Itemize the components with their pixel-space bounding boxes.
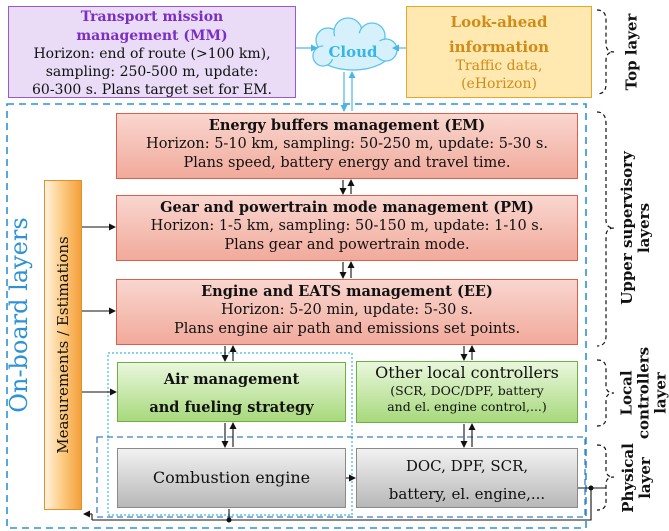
onboard-label: On-board layers bbox=[5, 217, 33, 413]
lookahead-box: Look-ahead information Traffic data, (eH… bbox=[406, 6, 592, 98]
physical-layer-label: Physical layer bbox=[619, 443, 654, 513]
pm-line2: Plans gear and powertrain mode. bbox=[224, 237, 470, 253]
olc-title: Other local controllers bbox=[375, 363, 559, 382]
ee-line1: Horizon: 5-20 min, update: 5-30 s. bbox=[221, 302, 473, 318]
local-layer-line2: controllers bbox=[634, 346, 653, 440]
olc-line2: and el. engine control,...) bbox=[387, 398, 547, 414]
doc-line1: DOC, DPF, SCR, bbox=[405, 457, 529, 475]
olc-line1: (SCR, DOC/DPF, battery bbox=[390, 383, 544, 398]
physical-layer-line1: Physical bbox=[619, 443, 637, 513]
local-layer-label: Local controllers layer bbox=[617, 346, 669, 440]
ee-line2: Plans engine air path and emissions set … bbox=[173, 321, 521, 337]
mm-line1: Horizon: end of route (>100 km), bbox=[33, 46, 271, 62]
local-layer-line3: layer bbox=[651, 372, 669, 414]
measurements-box: Measurements / Estimations bbox=[44, 180, 82, 510]
olc-box: Other local controllers (SCR, DOC/DPF, b… bbox=[356, 361, 578, 423]
mm-line3: 60-300 s. Plans target set for EM. bbox=[32, 82, 272, 98]
ce-title: Combustion engine bbox=[152, 468, 311, 487]
lookahead-line2: (eHorizon) bbox=[461, 76, 537, 92]
local-layer-line1: Local bbox=[617, 370, 636, 416]
upper-layers-line2: layers bbox=[635, 202, 653, 254]
ee-box: Engine and EATS management (EE) Horizon:… bbox=[116, 279, 578, 345]
physical-layer-line2: layer bbox=[636, 457, 654, 499]
top-layer-label: Top layer bbox=[622, 13, 641, 91]
em-title: Energy buffers management (EM) bbox=[208, 117, 486, 134]
doc-line2: battery, el. engine,... bbox=[388, 485, 546, 503]
physical-region bbox=[96, 436, 586, 518]
em-box: Energy buffers management (EM) Horizon: … bbox=[116, 113, 578, 179]
ce-box: Combustion engine bbox=[117, 448, 346, 508]
air-line1: Air management bbox=[163, 371, 300, 388]
pm-box: Gear and powertrain mode management (PM)… bbox=[116, 195, 578, 261]
mm-title-line2: management (MM) bbox=[76, 28, 228, 44]
air-box: Air management and fueling strategy bbox=[117, 362, 346, 422]
em-line2: Plans speed, battery energy and travel t… bbox=[183, 155, 511, 171]
onboard-region bbox=[6, 103, 587, 529]
cloud-label: Cloud bbox=[328, 43, 378, 61]
top-layer-text: Top layer bbox=[622, 13, 641, 91]
mm-title-line1: Transport mission bbox=[80, 9, 224, 25]
upper-layers-line1: Upper supervisory bbox=[618, 151, 636, 305]
lookahead-line1: Traffic data, bbox=[455, 58, 543, 74]
pm-title: Gear and powertrain mode management (PM) bbox=[160, 199, 534, 216]
mm-line2: sampling: 250-500 m, update: bbox=[45, 64, 259, 80]
em-line1: Horizon: 5-10 km, sampling: 50-250 m, up… bbox=[146, 136, 548, 152]
upper-layers-label: Upper supervisory layers bbox=[618, 151, 653, 305]
pm-line1: Horizon: 1-5 km, sampling: 50-150 m, upd… bbox=[150, 218, 544, 234]
ee-title: Engine and EATS management (EE) bbox=[201, 283, 493, 300]
doc-box: DOC, DPF, SCR, battery, el. engine,... bbox=[356, 448, 578, 508]
local-region bbox=[107, 352, 353, 516]
measurements-label: Measurements / Estimations bbox=[54, 236, 72, 454]
air-line2: and fueling strategy bbox=[149, 399, 314, 416]
mm-box: Transport mission management (MM) Horizo… bbox=[8, 6, 296, 98]
lookahead-title-line1: Look-ahead bbox=[450, 13, 548, 31]
lookahead-title-line2: information bbox=[448, 38, 550, 56]
